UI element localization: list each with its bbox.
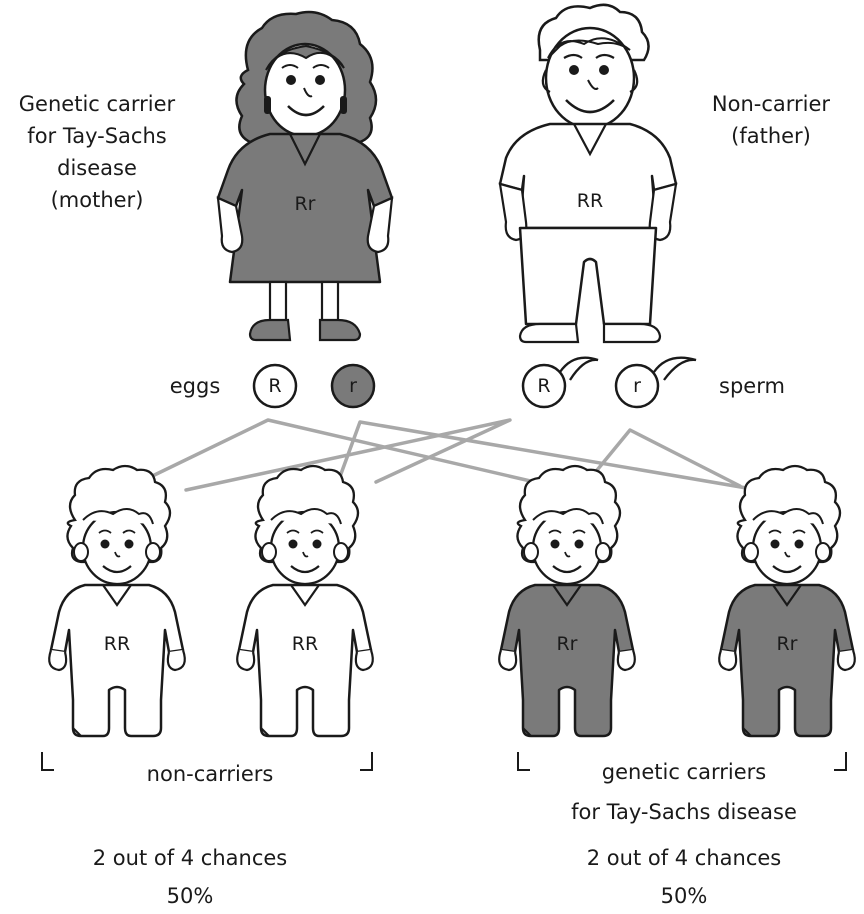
carriers-chances: 2 out of 4 chances <box>534 842 834 874</box>
father-label: Non-carrier (father) <box>696 88 846 152</box>
father-figure <box>500 5 676 342</box>
carriers-percent: 50% <box>534 880 834 912</box>
cross-lines <box>140 420 770 492</box>
child-1-genotype: RR <box>95 628 139 660</box>
sperm-label: sperm <box>712 370 792 402</box>
mother-genotype: Rr <box>285 188 325 220</box>
child-1 <box>49 466 185 736</box>
mother-label: Genetic carrier for Tay-Sachs disease (m… <box>8 88 186 216</box>
mother-label-line-2: for Tay-Sachs <box>8 120 186 152</box>
eggs-label: eggs <box>160 370 230 402</box>
father-genotype: RR <box>568 185 612 217</box>
child-3 <box>499 466 635 736</box>
mother-label-line-4: (mother) <box>8 184 186 216</box>
child-4 <box>719 466 855 736</box>
sperm-R-label: R <box>529 370 559 402</box>
child-2 <box>237 466 373 736</box>
noncarriers-label: non-carriers <box>60 758 360 790</box>
mother-figure <box>218 12 392 340</box>
carriers-label-line-1: genetic carriers <box>520 756 848 788</box>
noncarriers-percent: 50% <box>40 880 340 912</box>
sperm-r-label: r <box>622 370 652 402</box>
noncarriers-chances: 2 out of 4 chances <box>40 842 340 874</box>
father-label-line-1: Non-carrier <box>696 88 846 120</box>
child-4-genotype: Rr <box>767 628 807 660</box>
egg-R-label: R <box>260 370 290 402</box>
mother-label-line-3: disease <box>8 152 186 184</box>
egg-r-label: r <box>338 370 368 402</box>
child-2-genotype: RR <box>283 628 327 660</box>
child-3-genotype: Rr <box>547 628 587 660</box>
mother-label-line-1: Genetic carrier <box>8 88 186 120</box>
carriers-label-line-2: for Tay-Sachs disease <box>520 796 848 828</box>
father-label-line-2: (father) <box>696 120 846 152</box>
